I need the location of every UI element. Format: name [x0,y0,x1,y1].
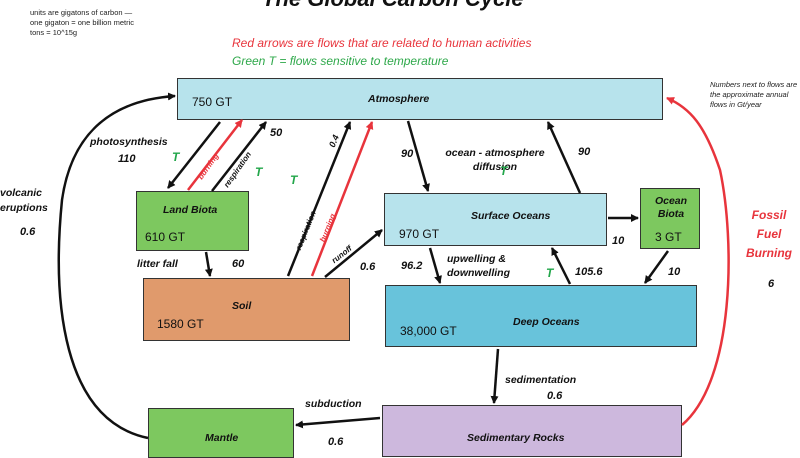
volcanic-value: 0.6 [20,226,36,238]
fossil-fuel-value: 6 [768,278,775,290]
deep-oceans-amount: 38,000 GT [400,324,457,338]
atmosphere-label: Atmosphere [368,93,430,105]
upwelling-label: upwelling & downwelling [447,253,510,279]
upwelling-arrow [550,247,572,285]
fossil-fuel-label: Fossil Fuel Burning [738,206,800,263]
biota-to-deep-arrow [643,250,670,284]
surface-oceans-box: Surface Oceans 970 GT [384,193,607,246]
photosynthesis-temp-t: T [172,150,180,164]
biota-to-deep-value: 10 [668,266,681,278]
land-biota-label: Land Biota [163,204,218,216]
sedimentary-rocks-label: Sedimentary Rocks [467,432,565,444]
flow-numbers-note: Numbers next to flows are the approximat… [710,80,798,109]
soil-amount: 1580 GT [157,317,204,331]
ocean-diffusion-temp-t: T [500,164,508,178]
ocean-release-arrow [546,121,582,194]
respiration-temp-t: T [255,165,263,179]
fossil-fuel-label-line-3: Burning [746,246,792,260]
litter-fall-arrow [204,251,213,277]
legend-human-flows: Red arrows are flows that are related to… [232,36,532,50]
soil-burning-arrow [310,121,374,277]
respiration-arrow [211,121,267,192]
atmosphere-box: 750 GT Atmosphere [177,78,663,120]
mantle-label: Mantle [205,432,239,444]
ocean-absorption-arrow [406,120,430,192]
land-biota-amount: 610 GT [145,230,186,244]
surface-to-biota-value: 10 [612,235,625,247]
ocean-biota-label: Ocean Biota [654,195,688,220]
surface-oceans-label: Surface Oceans [471,210,551,222]
deep-oceans-box: Deep Oceans 38,000 GT [385,285,697,347]
subduction-value: 0.6 [328,436,344,448]
fossil-fuel-arrow [666,96,730,426]
runoff-value: 0.6 [360,261,376,273]
litter-fall-label: litter fall [137,258,178,270]
volcanic-arrow [57,92,176,440]
soil-respiration-temp-t: T [290,173,298,187]
legend-temperature-flows: Green T = flows sensitive to temperature [232,54,449,68]
photosynthesis-value: 110 [118,153,136,165]
ocean-up-value: 90 [578,146,591,158]
land-biota-box: Land Biota 610 GT [136,191,249,251]
sedimentation-label: sedimentation [505,374,577,386]
photosynthesis-label: photosynthesis [90,136,168,148]
diagram-title: The Global Carbon Cycle [262,0,582,12]
atmosphere-amount: 750 GT [192,95,233,109]
ocean-biota-box: Ocean Biota 3 GT [640,188,700,249]
sedimentation-value: 0.6 [547,390,563,402]
ocean-diffusion-label: ocean - atmosphere diffusion [445,147,545,173]
subduction-arrow [295,416,381,429]
respiration-value: 50 [270,127,283,139]
deep-oceans-label: Deep Oceans [513,316,580,328]
soil-box: Soil 1580 GT [143,278,350,341]
sedimentary-rocks-box: Sedimentary Rocks [382,405,682,457]
upwelling-value: 105.6 [575,266,603,278]
photosynthesis-arrow [167,121,221,189]
downwelling-value: 96.2 [401,260,423,272]
litter-fall-value: 60 [232,258,245,270]
fossil-fuel-label-line-1: Fossil [751,208,787,222]
downwelling-arrow [428,247,442,284]
sedimentation-arrow [490,348,500,404]
soil-label: Soil [232,300,252,312]
ocean-biota-amount: 3 GT [655,230,682,244]
ocean-down-value: 90 [401,148,414,160]
land-burning-arrow [187,119,243,191]
upwelling-temp-t: T [546,266,554,280]
subduction-label: subduction [305,398,362,410]
soil-respiration-arrow [286,121,352,277]
runoff-arrow [324,229,383,278]
volcanic-label: volcanic eruptions [0,187,48,214]
units-note: units are gigatons of carbon — one gigat… [30,8,135,37]
fossil-fuel-label-line-2: Fuel [756,227,782,241]
surface-oceans-amount: 970 GT [399,227,440,241]
